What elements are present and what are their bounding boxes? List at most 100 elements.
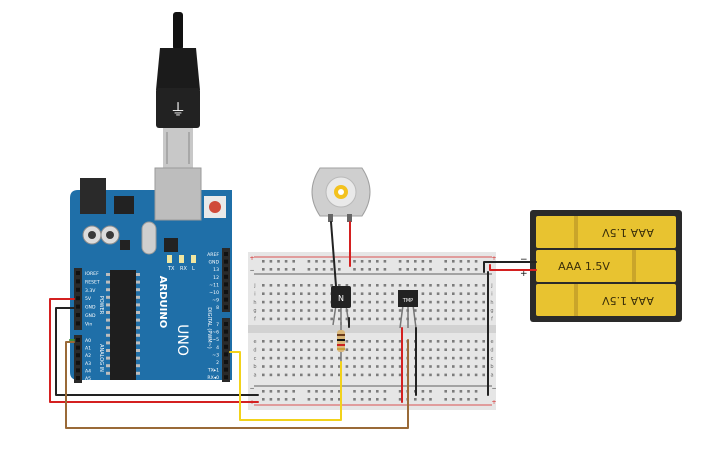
breadboard-hole[interactable]: [421, 348, 425, 351]
breadboard-hole[interactable]: [353, 300, 356, 304]
header-pin-socket[interactable]: [76, 296, 80, 301]
rail-hole[interactable]: [315, 268, 318, 271]
breadboard-hole[interactable]: [398, 284, 402, 287]
breadboard-hole[interactable]: [284, 317, 288, 321]
breadboard-hole[interactable]: [421, 292, 425, 295]
breadboard-hole[interactable]: [459, 317, 463, 321]
rail-hole[interactable]: [315, 260, 318, 263]
breadboard-hole[interactable]: [360, 284, 364, 287]
rail-hole[interactable]: [467, 268, 470, 271]
breadboard-hole[interactable]: [330, 317, 333, 321]
breadboard-hole[interactable]: [452, 300, 455, 304]
breadboard-hole[interactable]: [368, 284, 371, 287]
breadboard-hole[interactable]: [436, 356, 440, 360]
breadboard-hole[interactable]: [421, 373, 425, 377]
breadboard-hole[interactable]: [391, 309, 394, 312]
rail-hole[interactable]: [421, 390, 425, 393]
rail-hole[interactable]: [262, 260, 265, 263]
rail-hole[interactable]: [474, 390, 478, 393]
rail-hole[interactable]: [338, 268, 341, 271]
breadboard-hole[interactable]: [315, 365, 318, 368]
breadboard-hole[interactable]: [444, 365, 447, 368]
breadboard-hole[interactable]: [459, 365, 463, 368]
breadboard-hole[interactable]: [452, 348, 455, 351]
rail-hole[interactable]: [376, 268, 379, 271]
rail-hole[interactable]: [360, 268, 364, 271]
breadboard-hole[interactable]: [353, 309, 356, 312]
breadboard-hole[interactable]: [277, 300, 280, 304]
breadboard-hole[interactable]: [330, 340, 333, 343]
breadboard-hole[interactable]: [467, 292, 470, 295]
breadboard-hole[interactable]: [353, 340, 356, 343]
breadboard-hole[interactable]: [338, 356, 341, 360]
rail-hole[interactable]: [277, 390, 280, 393]
rail-hole[interactable]: [383, 398, 387, 401]
header-pin-socket[interactable]: [224, 267, 228, 272]
breadboard-hole[interactable]: [383, 348, 387, 351]
rail-hole[interactable]: [353, 268, 356, 271]
header-pin-socket[interactable]: [76, 304, 80, 309]
breadboard-hole[interactable]: [322, 284, 326, 287]
breadboard-hole[interactable]: [444, 373, 447, 377]
rail-hole[interactable]: [330, 260, 333, 263]
breadboard-hole[interactable]: [338, 309, 341, 312]
breadboard-hole[interactable]: [398, 365, 402, 368]
rail-hole[interactable]: [269, 260, 273, 263]
rail-hole[interactable]: [307, 398, 311, 401]
breadboard-hole[interactable]: [376, 284, 379, 287]
rail-hole[interactable]: [467, 260, 470, 263]
breadboard-hole[interactable]: [421, 340, 425, 343]
breadboard-hole[interactable]: [368, 373, 371, 377]
wire-motor-black[interactable]: [330, 221, 337, 287]
npn-transistor[interactable]: N: [331, 286, 351, 326]
breadboard-hole[interactable]: [338, 373, 341, 377]
breadboard-hole[interactable]: [474, 292, 478, 295]
breadboard-hole[interactable]: [429, 340, 432, 343]
rail-hole[interactable]: [292, 260, 295, 263]
breadboard-hole[interactable]: [307, 356, 311, 360]
header-pin-socket[interactable]: [224, 344, 228, 349]
breadboard-hole[interactable]: [315, 356, 318, 360]
breadboard-hole[interactable]: [353, 348, 356, 351]
header-pin-socket[interactable]: [224, 337, 228, 342]
breadboard-hole[interactable]: [353, 292, 356, 295]
breadboard-hole[interactable]: [398, 317, 402, 321]
breadboard-hole[interactable]: [322, 317, 326, 321]
rail-hole[interactable]: [322, 268, 326, 271]
breadboard-hole[interactable]: [330, 373, 333, 377]
breadboard-hole[interactable]: [467, 317, 470, 321]
breadboard-hole[interactable]: [269, 365, 273, 368]
breadboard-hole[interactable]: [292, 292, 295, 295]
rail-hole[interactable]: [421, 260, 425, 263]
breadboard-hole[interactable]: [482, 284, 485, 287]
breadboard-hole[interactable]: [421, 309, 425, 312]
rail-hole[interactable]: [398, 260, 402, 263]
header-pin-socket[interactable]: [224, 375, 228, 380]
breadboard-hole[interactable]: [436, 292, 440, 295]
rail-hole[interactable]: [429, 398, 432, 401]
breadboard-hole[interactable]: [482, 373, 485, 377]
rail-hole[interactable]: [459, 268, 463, 271]
breadboard-hole[interactable]: [391, 356, 394, 360]
header-pin-socket[interactable]: [224, 297, 228, 302]
breadboard-hole[interactable]: [429, 309, 432, 312]
breadboard-hole[interactable]: [482, 348, 485, 351]
rail-hole[interactable]: [360, 398, 364, 401]
breadboard-hole[interactable]: [391, 348, 394, 351]
breadboard-hole[interactable]: [315, 373, 318, 377]
rail-hole[interactable]: [383, 268, 387, 271]
breadboard-hole[interactable]: [322, 348, 326, 351]
breadboard-hole[interactable]: [368, 309, 371, 312]
breadboard-hole[interactable]: [262, 356, 265, 360]
breadboard-hole[interactable]: [368, 356, 371, 360]
rail-hole[interactable]: [262, 268, 265, 271]
breadboard-hole[interactable]: [360, 348, 364, 351]
rail-hole[interactable]: [467, 398, 470, 401]
rail-hole[interactable]: [338, 260, 341, 263]
breadboard-hole[interactable]: [345, 340, 349, 343]
rail-hole[interactable]: [383, 260, 387, 263]
breadboard-hole[interactable]: [398, 340, 402, 343]
breadboard-hole[interactable]: [391, 340, 394, 343]
rail-hole[interactable]: [406, 260, 409, 263]
breadboard-hole[interactable]: [262, 284, 265, 287]
